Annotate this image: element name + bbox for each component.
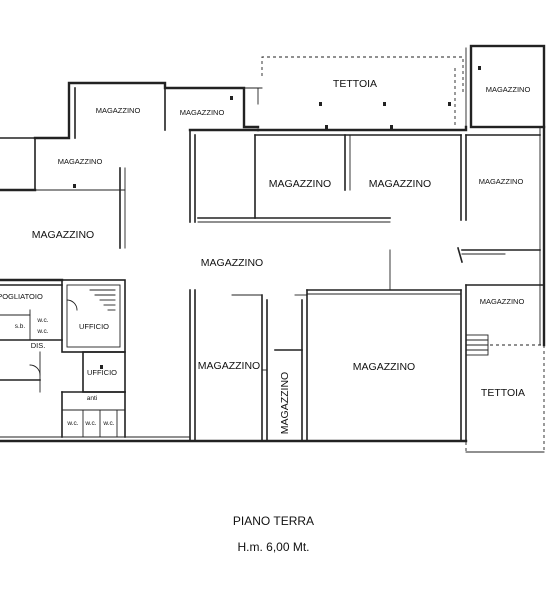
room-wc-3: w.c. [66, 420, 78, 427]
stair-right [465, 334, 489, 356]
room-anti: anti [87, 395, 97, 402]
room-dis: DIS. [31, 341, 46, 350]
room-ufficio-lower: UFFICIO [87, 368, 117, 377]
room-magazzino-right-lower: MAGAZZINO [480, 297, 525, 306]
room-magazzino-central: MAGAZZINO [201, 257, 263, 269]
plan-height-note: H.m. 6,00 Mt. [237, 540, 310, 554]
room-sb: s.b. [15, 323, 26, 330]
magazzino-top-right-walls [465, 44, 546, 129]
room-magazzino-bottom-right: MAGAZZINO [353, 361, 415, 373]
room-wc-2: w.c. [36, 328, 48, 335]
tettoia-top-outline [261, 56, 464, 125]
room-magazzino-center-right: MAGAZZINO [369, 178, 431, 190]
room-tettoia-bottom: TETTOIA [481, 387, 525, 399]
plan-title: PIANO TERRA [232, 514, 315, 528]
room-magazzino-right-upper: MAGAZZINO [479, 177, 524, 186]
room-magazzino-small-left: MAGAZZINO [58, 157, 103, 166]
outer-walls [0, 81, 546, 443]
room-spogliatoio: POGLIATOIO [0, 292, 43, 301]
inner-walls-lower [189, 249, 545, 442]
column-markers [73, 66, 481, 369]
room-wc-4: w.c. [84, 420, 96, 427]
room-magazzino-left-big: MAGAZZINO [32, 229, 94, 241]
room-magazzino-top-mid: MAGAZZINO [180, 108, 225, 117]
room-magazzino-top-left: MAGAZZINO [96, 106, 141, 115]
room-wc-1: w.c. [36, 317, 48, 324]
room-wc-5: w.c. [102, 420, 114, 427]
inner-walls-upper [189, 129, 541, 263]
room-tettoia-top: TETTOIA [333, 78, 377, 90]
room-magazzino-top-right: MAGAZZINO [486, 85, 531, 94]
room-magazzino-bottom-left: MAGAZZINO [198, 360, 260, 372]
room-magazzino-center-left: MAGAZZINO [269, 178, 331, 190]
room-magazzino-bottom-vertical: MAGAZZINO [279, 372, 291, 434]
room-ufficio-upper: UFFICIO [79, 322, 109, 331]
tettoia-bottom-outline [465, 344, 545, 453]
service-block-walls [0, 278, 126, 438]
